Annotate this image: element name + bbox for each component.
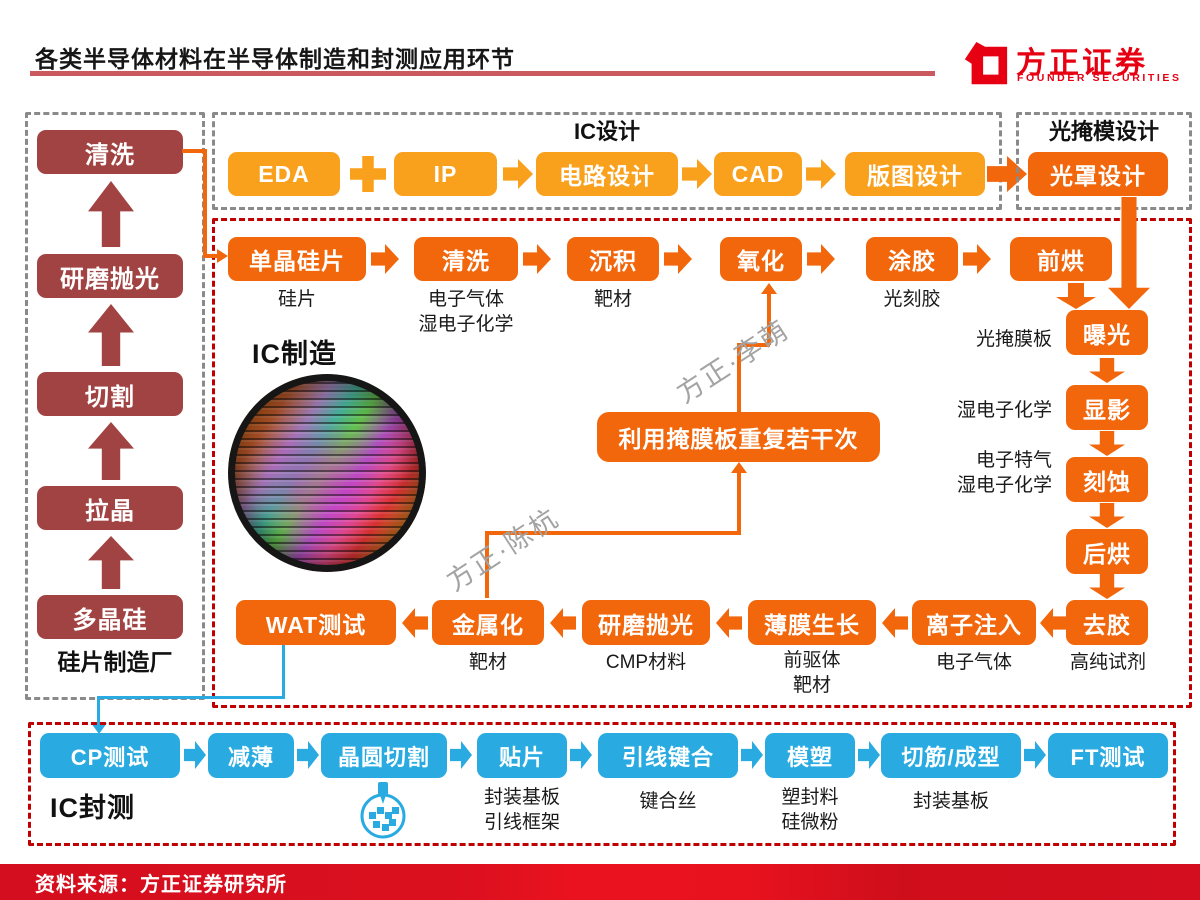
wafer-fab-step: 切割 — [37, 372, 183, 416]
mask-design-panel — [1016, 112, 1192, 210]
page-title: 各类半导体材料在半导体制造和封测应用环节 — [35, 46, 515, 72]
connector-line — [282, 645, 285, 699]
ic-mfg-step: 单晶硅片 — [228, 237, 366, 281]
ic-pkg-step: 晶圆切割 — [321, 733, 447, 778]
material-label: 光刻胶 — [883, 289, 941, 310]
ic-pkg-label: IC封测 — [50, 793, 135, 823]
title-underline — [30, 71, 935, 76]
ic-pkg-panel — [28, 722, 1176, 846]
ic-pkg-step: 减薄 — [208, 733, 294, 778]
wafer-fab-step: 清洗 — [37, 130, 183, 174]
ic-mfg-step: 前烘 — [1010, 237, 1112, 281]
connector-line — [203, 149, 207, 257]
material-label: 湿电子化学 — [956, 400, 1052, 421]
material-label: 前驱体 靶材 — [783, 650, 841, 697]
ic-mfg-step: WAT测试 — [236, 600, 396, 645]
repeat-note-box: 利用掩膜板重复若干次 — [597, 412, 880, 462]
material-label: 电子特气 湿电子化学 — [956, 450, 1052, 497]
brand-subtitle: FOUNDER SECURITIES — [1017, 72, 1182, 84]
ic-design-label: IC设计 — [573, 119, 640, 144]
material-label: 高纯试剂 — [1069, 652, 1146, 673]
wafer-fab-step: 研磨抛光 — [37, 254, 183, 298]
ic-pkg-step: 引线键合 — [598, 733, 738, 778]
connector-line — [737, 343, 770, 347]
arrowhead-right-icon — [217, 249, 228, 263]
mask-design-label: 光掩模设计 — [1048, 119, 1159, 144]
ic-mfg-step: 沉积 — [567, 237, 659, 281]
material-label: 封装基板 — [912, 791, 989, 812]
arrowhead-up-icon — [731, 462, 747, 473]
ic-design-step: 电路设计 — [536, 152, 678, 196]
ic-mfg-step: 去胶 — [1066, 600, 1148, 645]
connector-line — [737, 343, 741, 412]
ic-pkg-step: FT测试 — [1048, 733, 1168, 778]
material-label: 封装基板 引线框架 — [483, 787, 560, 834]
ic-mfg-step: 研磨抛光 — [582, 600, 710, 645]
arrowhead-down-icon — [91, 723, 107, 734]
wafer-fab-label: 硅片制造厂 — [57, 649, 173, 675]
material-label: 电子气体 湿电子化学 — [418, 289, 514, 336]
material-label: 靶材 — [593, 289, 632, 310]
material-label: 硅片 — [277, 289, 316, 310]
connector-line — [737, 471, 741, 533]
ic-pkg-step: CP测试 — [40, 733, 180, 778]
connector-line — [203, 254, 218, 258]
connector-line — [97, 696, 100, 724]
ic-mfg-step: 涂胶 — [866, 237, 958, 281]
connector-line — [97, 696, 285, 699]
ic-pkg-step: 切筋/成型 — [881, 733, 1021, 778]
brand-name: 方正证券 — [1016, 47, 1148, 80]
founder-logo-icon — [962, 38, 1010, 92]
source-text: 资料来源：方正证券研究所 — [35, 873, 287, 896]
ic-pkg-step: 贴片 — [477, 733, 567, 778]
ic-mfg-step: 薄膜生长 — [748, 600, 876, 645]
ic-mfg-step: 离子注入 — [912, 600, 1036, 645]
wafer-fab-step: 拉晶 — [37, 486, 183, 530]
ic-mfg-step: 清洗 — [414, 237, 518, 281]
material-label: 靶材 — [468, 652, 507, 673]
mask-design-step: 光罩设计 — [1028, 152, 1168, 196]
ic-design-step: CAD — [714, 152, 802, 196]
ic-mfg-step: 后烘 — [1066, 529, 1148, 574]
ic-design-step: EDA — [228, 152, 340, 196]
ic-design-step: 版图设计 — [845, 152, 985, 196]
ic-pkg-step: 模塑 — [765, 733, 855, 778]
ic-mfg-step: 氧化 — [720, 237, 802, 281]
connector-line — [767, 292, 771, 345]
material-label: 电子气体 — [935, 652, 1012, 673]
material-label: CMP材料 — [605, 652, 687, 673]
material-label: 键合丝 — [639, 791, 697, 812]
connector-line — [485, 531, 741, 535]
ic-mfg-label: IC制造 — [252, 339, 337, 369]
connector-line — [182, 149, 207, 153]
ic-mfg-step: 刻蚀 — [1066, 457, 1148, 502]
ic-mfg-step: 曝光 — [1066, 310, 1148, 355]
arrowhead-up-icon — [761, 283, 777, 294]
ic-design-panel — [212, 112, 1002, 210]
material-label: 光掩膜板 — [975, 329, 1052, 350]
wafer-image — [228, 374, 426, 572]
ic-mfg-panel — [212, 218, 1192, 708]
ic-mfg-step: 金属化 — [432, 600, 544, 645]
ic-mfg-step: 显影 — [1066, 385, 1148, 430]
source-bar: 资料来源：方正证券研究所 — [0, 864, 1200, 900]
ic-design-step: IP — [394, 152, 497, 196]
wafer-fab-step: 多晶硅 — [37, 595, 183, 639]
connector-line — [485, 533, 489, 598]
wafer-dicing-icon — [356, 780, 410, 842]
material-label: 塑封料 硅微粉 — [781, 787, 839, 834]
